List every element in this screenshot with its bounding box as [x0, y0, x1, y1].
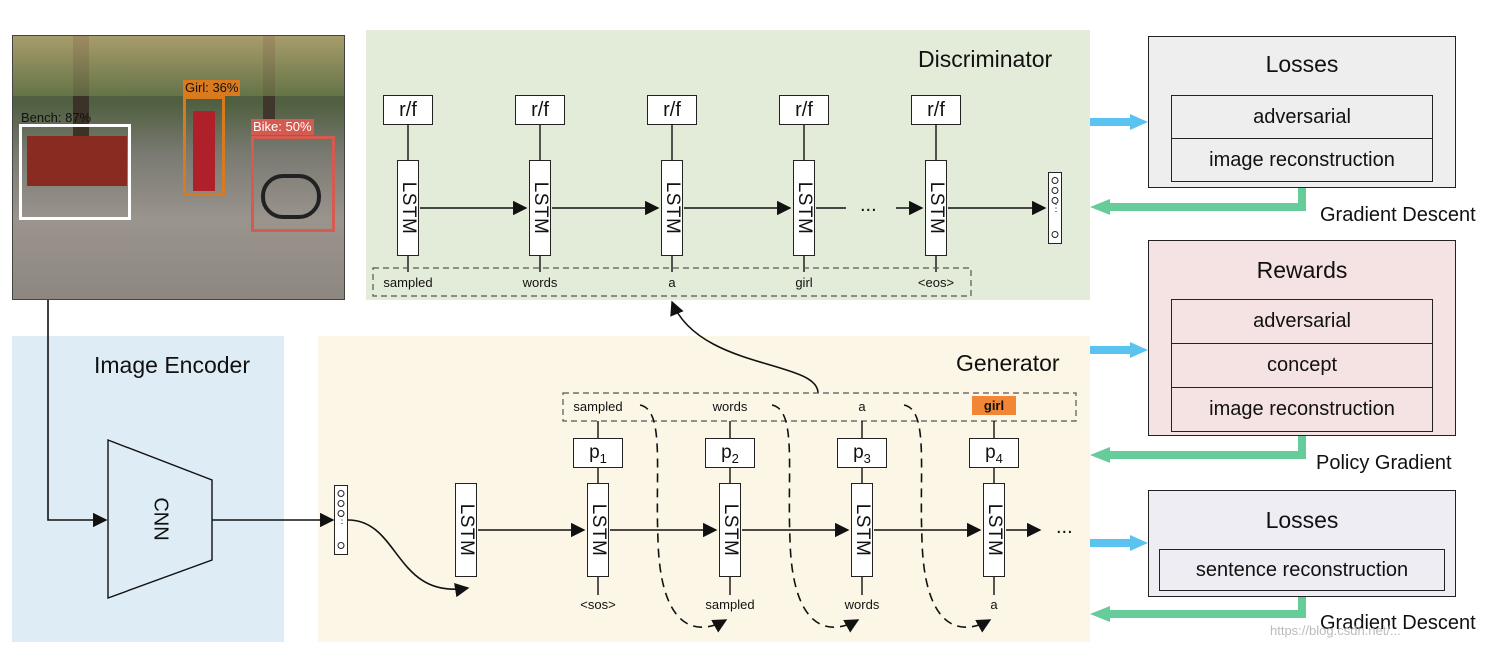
image-feature-vector: ⋮ — [334, 485, 348, 555]
disc-output-rf-4: r/f — [779, 95, 829, 125]
generator-title: Generator — [956, 350, 1060, 376]
girl-shape — [193, 111, 215, 191]
image-encoder-title: Image Encoder — [94, 352, 250, 378]
gen-lstm-2: LSTM — [719, 483, 741, 577]
losses-top-item-2: image reconstruction — [1171, 138, 1433, 182]
discriminator-panel — [366, 30, 1090, 300]
gen-sampled-word-1: sampled — [573, 399, 623, 414]
disc-lstm-5: LSTM — [925, 160, 947, 256]
bench-detection-box — [19, 124, 131, 220]
disc-word-5: <eos> — [917, 275, 955, 290]
rewards-box: Rewards adversarial concept image recons… — [1148, 240, 1456, 436]
losses-bottom-title: Losses — [1265, 507, 1339, 533]
gen-lstm-1: LSTM — [587, 483, 609, 577]
disc-output-rf-2: r/f — [515, 95, 565, 125]
disc-output-rf-3: r/f — [647, 95, 697, 125]
gradient-descent-label-1: Gradient Descent — [1320, 204, 1476, 226]
gen-prob-3: p3 — [837, 438, 887, 468]
foliage — [13, 36, 344, 96]
feedback-dashed-curves — [639, 404, 992, 633]
gen-vertical-ticks — [597, 421, 995, 595]
disc-output-rf-1: r/f — [383, 95, 433, 125]
disc-word-bar — [372, 267, 972, 297]
girl-detection-label: Girl: 36% — [183, 80, 241, 96]
cnn-trapezoid — [107, 438, 213, 600]
gen-prob-4: p4 — [969, 438, 1019, 468]
disc-ellipsis: ... — [860, 194, 877, 216]
gen-input-word-3: words — [844, 597, 880, 612]
gen-input-word-4: a — [990, 597, 998, 612]
input-photo: Bench: 87% Girl: 36% Bike: 50% — [12, 35, 345, 300]
policy-gradient-label: Policy Gradient — [1316, 452, 1452, 474]
disc-vertical-ticks — [407, 124, 937, 272]
disc-lstm-1: LSTM — [397, 160, 419, 256]
girl-detection-box — [183, 96, 225, 196]
rewards-title: Rewards — [1256, 257, 1348, 283]
losses-top-title: Losses — [1265, 51, 1339, 77]
bike-detection-box — [251, 136, 335, 232]
disc-word-4: girl — [795, 275, 813, 290]
bike-detection-label: Bike: 50% — [251, 119, 314, 135]
photo-to-cnn-arrow — [47, 300, 108, 528]
gen-sampled-word-4-highlight: girl — [972, 396, 1016, 415]
gen-sampled-word-2: words — [712, 399, 748, 414]
losses-top-box: Losses adversarial image reconstruction — [1148, 36, 1456, 188]
watermark-text: https://blog.csdn.net/... — [1270, 623, 1401, 638]
disc-lstm-4: LSTM — [793, 160, 815, 256]
gen-input-word-2: sampled — [705, 597, 755, 612]
right-green-arrows — [1090, 188, 1306, 622]
disc-output-vector: ⋮ — [1048, 172, 1062, 244]
gen-lstm-0: LSTM — [455, 483, 477, 577]
generator-panel — [318, 336, 1090, 642]
gradient-descent-label-2: Gradient Descent — [1320, 612, 1476, 634]
gen-ellipsis: ... — [1056, 516, 1073, 538]
rewards-item-2: concept — [1171, 343, 1433, 388]
gen-lstm-3: LSTM — [851, 483, 873, 577]
losses-bottom-box: Losses sentence reconstruction — [1148, 490, 1456, 597]
disc-word-1: sampled — [383, 275, 433, 290]
gen-lstm-4: LSTM — [983, 483, 1005, 577]
gen-prob-1: p1 — [573, 438, 623, 468]
gen-prob-2: p2 — [705, 438, 755, 468]
losses-top-item-1: adversarial — [1171, 95, 1433, 139]
bench-detection-label: Bench: 87% — [21, 110, 92, 125]
losses-bottom-item-1: sentence reconstruction — [1159, 549, 1445, 591]
rewards-item-3: image reconstruction — [1171, 387, 1433, 432]
cnn-label: CNN — [149, 497, 172, 541]
gen-sampled-word-3: a — [858, 399, 866, 414]
disc-word-3: a — [668, 275, 676, 290]
bike-shape — [261, 174, 321, 219]
gen-input-word-1: <sos> — [580, 597, 616, 612]
gen-to-disc-arrow — [670, 300, 819, 394]
right-blue-arrows — [1090, 114, 1148, 551]
disc-output-rf-5: r/f — [911, 95, 961, 125]
vector-to-lstm-curve — [347, 519, 470, 598]
disc-lstm-3: LSTM — [661, 160, 683, 256]
disc-word-2: words — [522, 275, 558, 290]
bench-shape — [27, 136, 127, 186]
rewards-item-1: adversarial — [1171, 299, 1433, 344]
disc-lstm-2: LSTM — [529, 160, 551, 256]
discriminator-title: Discriminator — [918, 46, 1053, 72]
